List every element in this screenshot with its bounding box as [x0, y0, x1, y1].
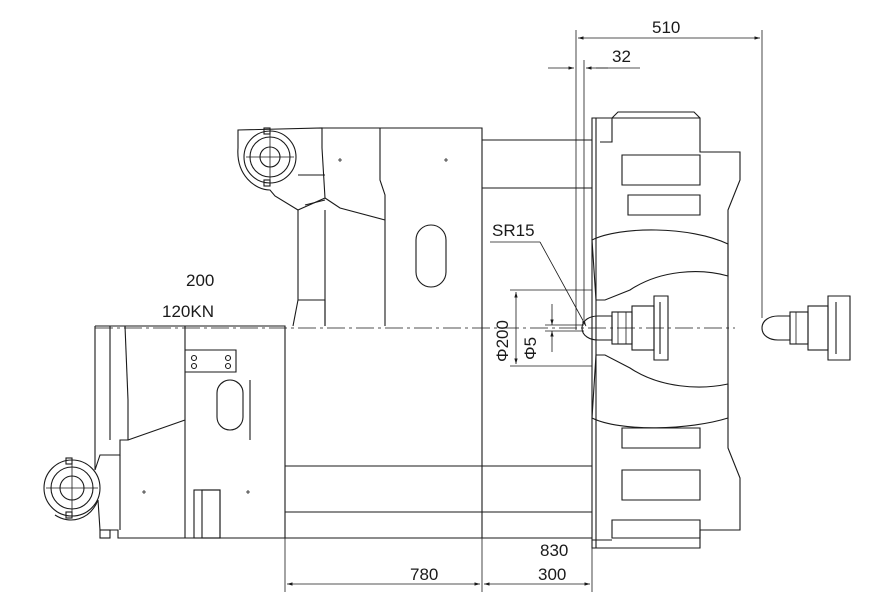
- label-phi5: Φ5: [521, 337, 540, 360]
- upper-tie-bar: [482, 139, 592, 189]
- dimension-phi200: Φ200: [493, 289, 592, 367]
- label-780: 780: [410, 565, 438, 584]
- label-830: 830: [540, 541, 568, 560]
- lower-clamp-bracket: [43, 325, 286, 539]
- dimension-32: 32: [548, 47, 640, 320]
- lower-platen-block: [185, 349, 251, 440]
- label-sr15-group: SR15: [490, 221, 587, 327]
- label-510: 510: [652, 18, 680, 37]
- label-phi200: Φ200: [493, 320, 512, 362]
- dimension-510: 510: [575, 18, 763, 330]
- nozzle-assembly-right: [761, 295, 851, 361]
- label-sr15: SR15: [492, 221, 535, 240]
- upper-platen-block: [298, 127, 483, 326]
- label-120kn: 120KN: [162, 302, 214, 321]
- label-32: 32: [612, 47, 631, 66]
- dimension-phi5: Φ5: [521, 304, 584, 360]
- dimension-bottom: 780 300 830: [284, 538, 593, 592]
- label-200: 200: [186, 271, 214, 290]
- upper-clamp-bracket: [237, 127, 326, 327]
- fixed-platen: [591, 111, 741, 549]
- label-300: 300: [538, 565, 566, 584]
- lower-tie-bar: [285, 465, 592, 513]
